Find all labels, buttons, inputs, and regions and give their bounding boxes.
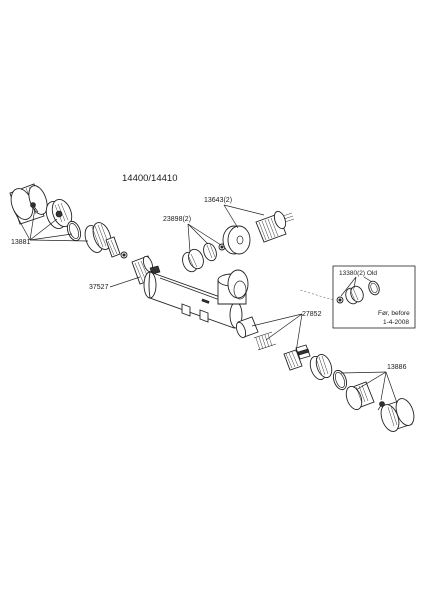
right-adapter-ring [345,381,375,410]
label-13380: 13380(2) Old [339,270,377,277]
label-13643: 13643(2) [204,197,232,204]
left-handle-knob [9,183,48,225]
inset-note-line1: Før, before [378,310,410,317]
right-cartridge-27852 [283,344,311,371]
right-spacer-sleeve [235,316,259,339]
label-23898: 23898(2) [163,216,191,223]
escutcheon-13643 [222,225,251,255]
inlet-nut-23898 [182,248,204,273]
right-o-ring [332,369,348,391]
old-parts-inset-box: 13380(2) Old Før, before 1-4-2008 [332,265,416,329]
left-small-washer [120,251,128,259]
label-13881: 13881 [11,239,31,246]
valve-body [143,269,249,329]
old-washer-13380 [336,296,344,304]
old-ring-13380 [368,280,380,296]
inlet-filter-23898 [203,242,217,262]
old-nut-13380 [345,285,364,305]
right-small-screw [377,401,385,411]
left-o-ring [66,220,82,242]
label-13886: 13886 [387,364,407,371]
left-cartridge-insert [105,236,121,258]
inset-note-line2: 1-4-2008 [383,319,409,326]
right-handle-knob [380,398,415,432]
right-spring [253,331,277,351]
left-small-screw [30,202,39,213]
label-37527: 37527 [89,284,109,291]
label-27852: 27852 [302,311,322,318]
eccentric-union-13643 [255,210,295,243]
right-threaded-nut [309,354,333,380]
diagram-title: 14400/14410 [122,173,177,184]
left-splined-nut [84,222,112,253]
left-adapter-ring [45,199,73,229]
